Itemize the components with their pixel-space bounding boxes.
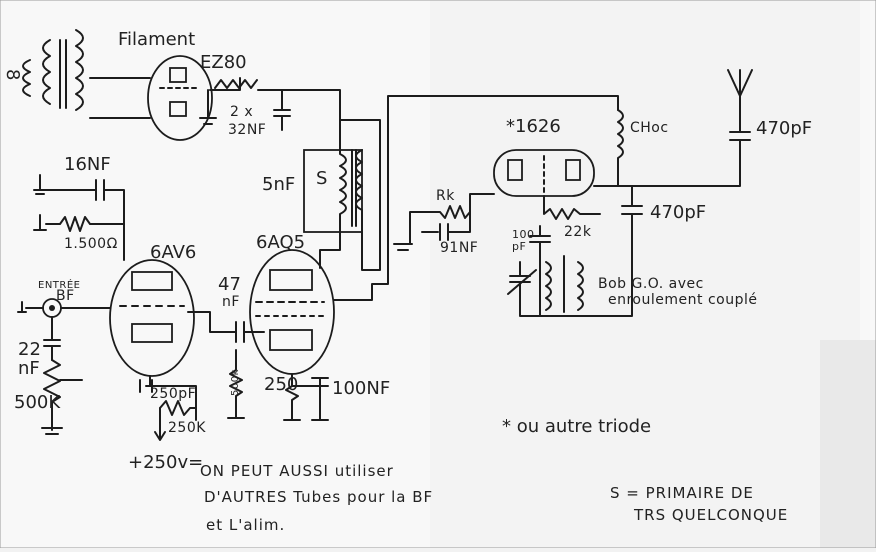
footnote-s-line2: TRS QUELCONQUE <box>633 506 788 524</box>
label-filter-caps-value: 32NF <box>228 122 266 138</box>
footnote-s-line1: S = PRIMAIRE DE <box>610 484 754 502</box>
label-91nf: 91NF <box>440 240 478 256</box>
tube-label-6aq5: 6AQ5 <box>256 232 305 253</box>
scan-edge <box>820 340 876 548</box>
label-bob-go: Bob G.O. avec <box>598 276 704 292</box>
tube-label-1626: *1626 <box>506 116 561 137</box>
tube-6av6 <box>109 259 195 377</box>
label-coupling-nf: nF <box>222 294 240 310</box>
label-filament: Filament <box>118 29 195 50</box>
label-47: 47 <box>218 274 241 295</box>
note-line2: D'AUTRES Tubes pour la BF <box>204 488 433 506</box>
label-250k: 250K <box>168 420 206 436</box>
label-100nf: 100NF <box>332 378 390 399</box>
label-500k: 500K <box>14 392 61 413</box>
label-22: 22 <box>18 339 41 360</box>
label-grid-resistor: 500k <box>230 369 241 396</box>
label-100pf-bottom: pF <box>512 240 526 253</box>
label-rk: Rk <box>436 188 455 204</box>
note-line3: et L'alim. <box>206 516 285 534</box>
tube-label-ez80: EZ80 <box>200 52 247 73</box>
label-choke: CHoc <box>630 120 669 136</box>
label-b-plus: +250v= <box>128 452 203 473</box>
label-5nf: 5nF <box>262 174 295 195</box>
footnote-star: * ou autre triode <box>502 416 651 437</box>
note-line1: ON PEUT AUSSI utiliser <box>200 462 394 480</box>
label-nf: nF <box>18 358 40 379</box>
label-22k: 22k <box>564 224 592 240</box>
tube-label-6av6: 6AV6 <box>150 242 196 263</box>
label-s: S <box>316 168 327 189</box>
label-input-top: ENTRÉE <box>38 278 81 291</box>
label-470pf-tank: 470pF <box>650 202 706 223</box>
label-1500-ohm: 1.500Ω <box>64 236 118 252</box>
label-16nf: 16NF <box>64 154 111 175</box>
label-filter-caps-count: 2 x <box>230 104 253 120</box>
label-470pf-antenna: 470pF <box>756 118 812 139</box>
label-250pf: 250pF <box>150 386 196 402</box>
tube-ez80 <box>147 55 213 141</box>
power-transformer: 8 <box>2 29 84 111</box>
label-input-bottom: BF <box>56 288 75 304</box>
label-100pf-top: 100 <box>512 228 535 241</box>
transformer-symbol: 8 <box>2 69 23 80</box>
scan-background-panel <box>430 0 860 548</box>
label-250-ohm: 250 <box>264 374 298 395</box>
label-coupled-winding: enroulement couplé <box>608 292 757 308</box>
